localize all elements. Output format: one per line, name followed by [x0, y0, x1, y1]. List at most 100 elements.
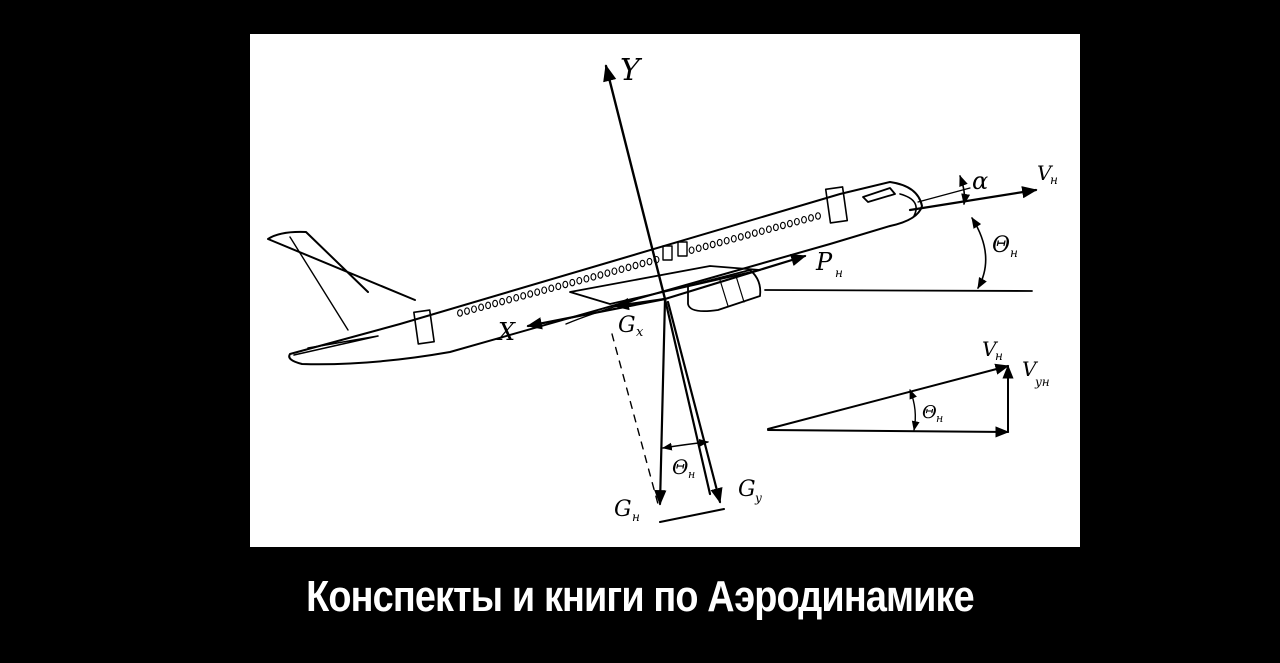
- theta-arc: [971, 217, 987, 289]
- svg-text:н: н: [688, 468, 695, 481]
- cabin-window: [772, 223, 779, 232]
- svg-text:V: V: [982, 337, 999, 361]
- svg-text:н: н: [1010, 246, 1018, 260]
- cabin-window: [758, 227, 765, 235]
- svg-text:н: н: [835, 266, 843, 280]
- cabin-window: [744, 231, 751, 239]
- triangle-horizontal: [767, 426, 1010, 438]
- svg-text:P: P: [815, 248, 833, 276]
- aircraft: [267, 181, 923, 366]
- svg-text:x: x: [636, 325, 644, 340]
- force-diagram: Y X α V н Θ н P н G x Θ н G y G н V н V …: [267, 53, 1058, 524]
- fuselage: [288, 181, 923, 366]
- gx-label: G x: [618, 313, 644, 340]
- cabin-window: [562, 280, 569, 289]
- y-axis-label: Y: [620, 53, 643, 88]
- cabin-window: [492, 299, 499, 308]
- svg-text:Θ: Θ: [672, 455, 688, 479]
- gy-vector: [666, 300, 723, 504]
- alpha-label: α: [972, 167, 988, 195]
- gravity-closing-line: [659, 508, 725, 523]
- x-axis-vector: [526, 297, 667, 330]
- cabin-window: [611, 267, 618, 275]
- cabin-windows: [457, 212, 821, 317]
- svg-text:н: н: [632, 510, 640, 524]
- diagram-frame: Y X α V н Θ н P н G x Θ н G y G н V н V …: [250, 34, 1080, 547]
- cabin-window: [555, 282, 562, 291]
- svg-text:Θ: Θ: [992, 233, 1010, 258]
- vertical-tail: [267, 230, 416, 301]
- nose: [899, 193, 917, 217]
- cabin-window: [688, 246, 695, 254]
- svg-text:V: V: [1022, 357, 1039, 381]
- tail-rib: [289, 236, 349, 331]
- thrust-vector: [663, 254, 807, 301]
- cabin-window: [639, 259, 646, 268]
- svg-text:G: G: [618, 313, 636, 338]
- svg-text:G: G: [614, 497, 632, 522]
- svg-text:V: V: [1037, 161, 1054, 185]
- cabin-window: [527, 290, 534, 298]
- cabin-window: [569, 278, 576, 287]
- cabin-window: [583, 275, 590, 283]
- x-axis-label: X: [496, 318, 516, 346]
- cabin-window: [695, 244, 702, 253]
- svg-text:G: G: [738, 477, 756, 502]
- thrust-label: P н: [815, 248, 843, 280]
- overwing-exit-2: [677, 241, 688, 257]
- horizontal-stabilizer: [293, 335, 379, 356]
- svg-text:yн: yн: [1034, 375, 1050, 389]
- front-door: [824, 186, 849, 224]
- cabin-window: [548, 284, 555, 293]
- cabin-window: [737, 233, 744, 241]
- gx-vector: [613, 297, 667, 311]
- cabin-window: [793, 217, 800, 226]
- cabin-window: [730, 235, 737, 243]
- horizon-line: [764, 289, 1033, 292]
- cabin-window: [485, 301, 492, 310]
- cabin-window: [765, 225, 772, 234]
- cabin-window: [520, 292, 527, 300]
- theta-label: Θ н: [992, 233, 1018, 260]
- svg-text:Θ: Θ: [922, 402, 937, 423]
- cabin-window: [702, 242, 709, 251]
- cabin-window: [534, 288, 541, 296]
- cabin-window: [646, 257, 653, 266]
- triangle-velocity-label: V н: [982, 337, 1003, 363]
- engine-rib: [719, 275, 745, 307]
- overwing-exit-1: [662, 245, 673, 261]
- cabin-window: [779, 221, 786, 230]
- cabin-window: [457, 309, 463, 317]
- svg-text:н: н: [936, 412, 943, 425]
- cabin-window: [625, 263, 632, 272]
- cockpit-window: [862, 187, 896, 203]
- cabin-window: [506, 295, 513, 304]
- svg-text:н: н: [995, 349, 1003, 363]
- cabin-window: [478, 303, 485, 312]
- cabin-window: [513, 294, 520, 302]
- cabin-window: [471, 305, 477, 313]
- cabin-window: [709, 240, 716, 249]
- gravity-vector: [654, 297, 667, 506]
- cabin-window: [751, 229, 758, 237]
- cabin-window: [499, 297, 506, 306]
- vy-label: V yн: [1022, 357, 1050, 389]
- engine-nacelle: [687, 269, 762, 313]
- triangle-theta-arc: [909, 389, 920, 431]
- cabin-window: [576, 276, 583, 285]
- cabin-window: [541, 286, 548, 294]
- gravity-dashed-line: [611, 333, 659, 505]
- cabin-window: [618, 265, 625, 274]
- svg-text:н: н: [1050, 173, 1058, 187]
- rear-door: [413, 309, 435, 345]
- cabin-window: [808, 214, 814, 222]
- alpha-arc: [959, 174, 971, 206]
- velocity-vector: [908, 186, 1038, 212]
- cabin-window: [723, 236, 730, 245]
- gravity-theta-label: Θ н: [672, 455, 695, 481]
- cabin-window: [597, 271, 604, 279]
- page-caption: Конспекты и книги по Аэродинамике: [306, 572, 974, 621]
- y-axis-lower-line: [663, 297, 712, 496]
- cabin-window: [590, 273, 597, 281]
- cabin-window: [632, 261, 639, 270]
